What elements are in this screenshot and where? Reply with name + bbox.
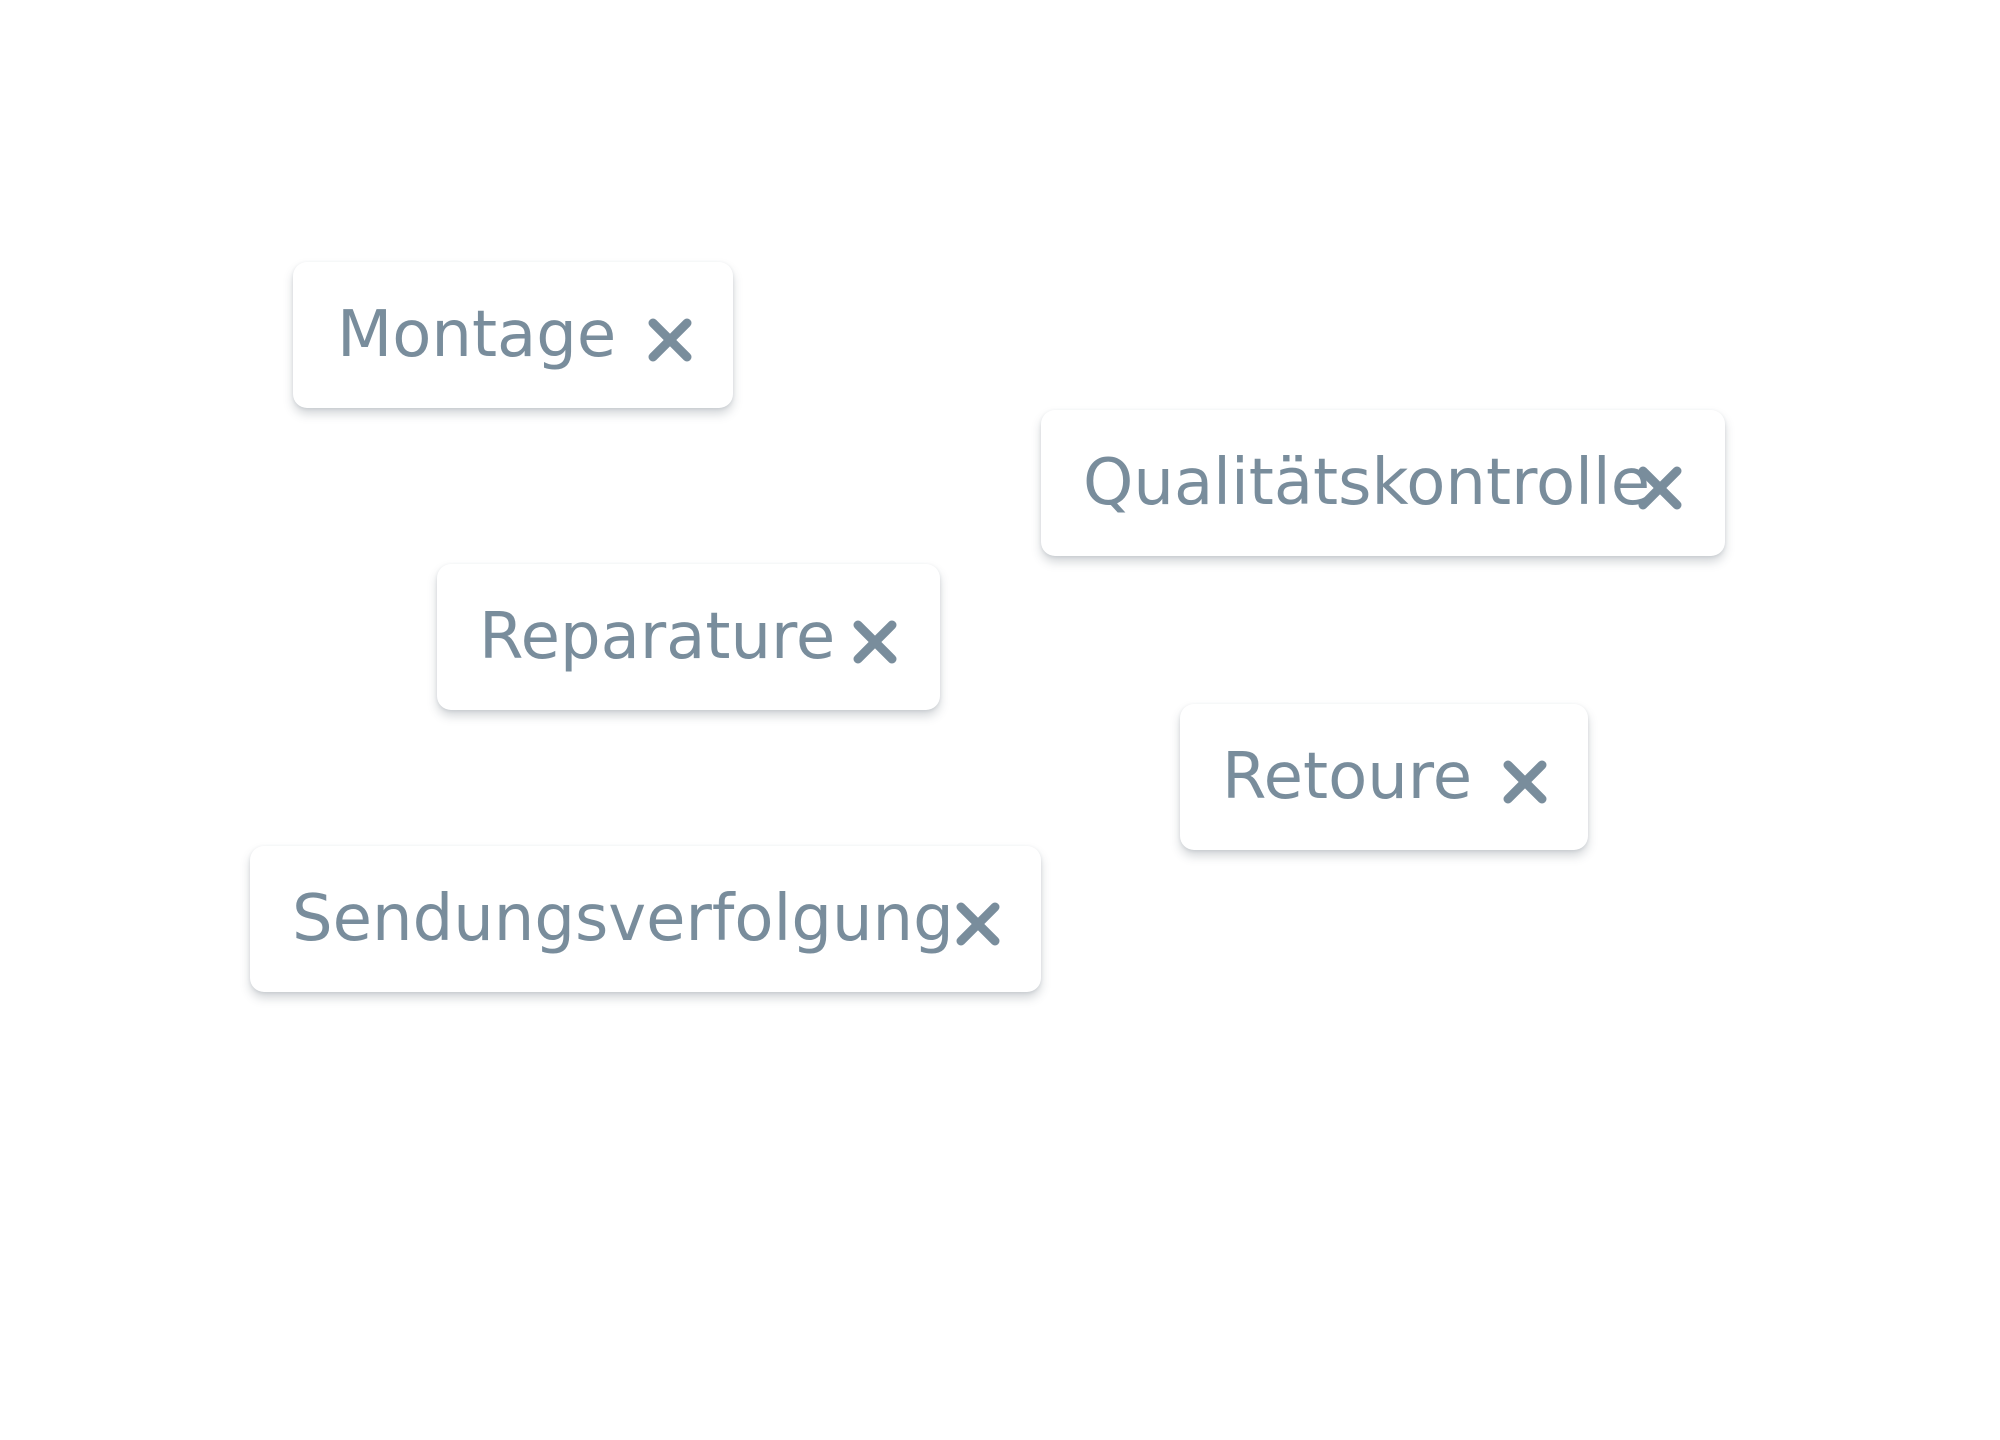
tag-chip-label: Sendungsverfolgung — [292, 882, 954, 956]
tag-chip-sendungsverfolgung[interactable]: Sendungsverfolgung — [250, 846, 1041, 992]
tag-chip-qualitaetskontrolle[interactable]: Qualitätskontrolle — [1041, 410, 1725, 556]
tag-chip-montage[interactable]: Montage — [293, 262, 733, 408]
close-icon[interactable] — [955, 901, 1001, 947]
tag-chip-retoure[interactable]: Retoure — [1180, 704, 1588, 850]
close-icon[interactable] — [1637, 465, 1683, 511]
tag-chip-label: Reparature — [479, 600, 836, 674]
tag-chip-label: Qualitätskontrolle — [1083, 446, 1651, 520]
close-icon[interactable] — [1502, 759, 1548, 805]
close-icon[interactable] — [852, 619, 898, 665]
tag-chip-label: Retoure — [1222, 740, 1473, 814]
close-icon[interactable] — [647, 317, 693, 363]
tag-chip-label: Montage — [337, 298, 617, 372]
tag-chip-reparature[interactable]: Reparature — [437, 564, 940, 710]
